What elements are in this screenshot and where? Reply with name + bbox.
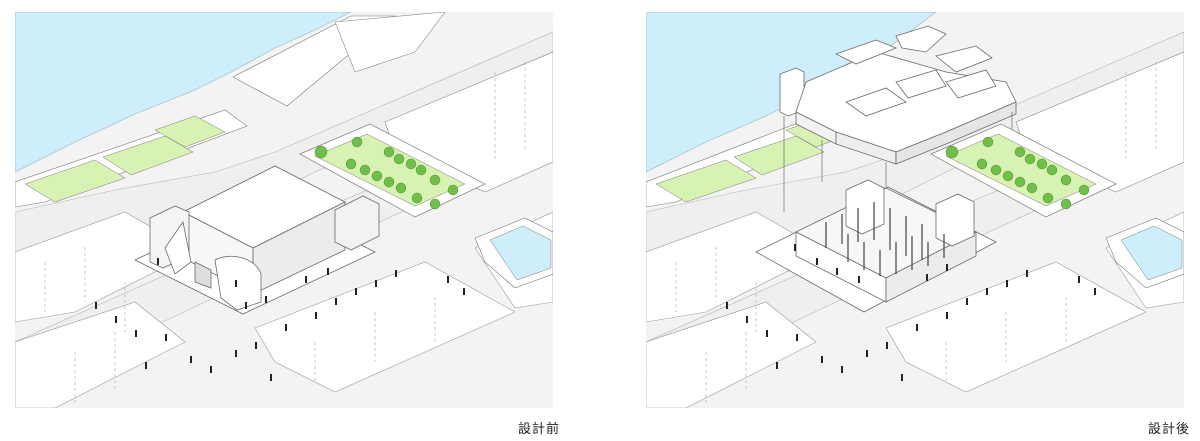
hidden-lines — [44, 62, 526, 402]
waterfront-building-cluster — [779, 25, 1017, 165]
before-axonometric-drawing — [15, 12, 553, 408]
lawn-3 — [154, 115, 226, 148]
park-lawn — [314, 133, 466, 207]
park-trees — [945, 136, 1090, 210]
pedestrians — [726, 244, 1096, 381]
after-axonometric-drawing — [646, 12, 1184, 408]
park-lawn — [945, 133, 1097, 207]
city-block-sw — [646, 301, 817, 408]
lawn-2 — [102, 135, 194, 176]
park-trees — [314, 136, 459, 210]
pool-water — [1120, 225, 1183, 281]
hidden-lines — [675, 62, 1157, 402]
lawn-1 — [24, 159, 126, 203]
after-axonometric-panel — [646, 12, 1184, 408]
city-block-n — [334, 12, 446, 73]
lawn-1 — [655, 159, 757, 203]
caption-before: 設計前 — [518, 422, 561, 437]
caption-after: 設計後 — [1148, 422, 1191, 437]
before-axonometric-panel — [15, 12, 553, 408]
city-block-sw — [15, 301, 186, 408]
existing-building — [149, 165, 380, 311]
pedestrians — [95, 258, 465, 381]
pool-water — [489, 225, 552, 281]
river-water — [15, 12, 352, 173]
pavilion-columns — [825, 202, 945, 276]
lawn-2 — [733, 135, 825, 176]
